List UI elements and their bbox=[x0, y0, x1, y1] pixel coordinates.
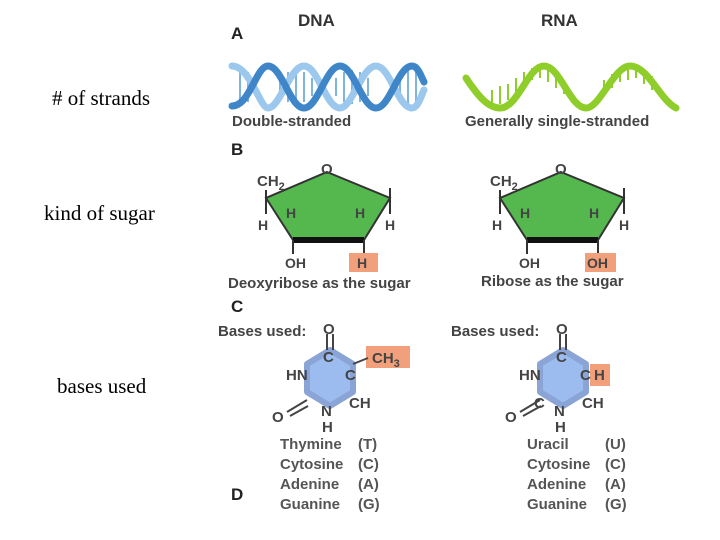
row-label-strands: # of strands bbox=[52, 86, 150, 110]
rna-single-strand bbox=[462, 62, 680, 112]
ribose-sugar: O CH2 H H H H OH OH bbox=[490, 161, 629, 272]
thymine-c-label: C bbox=[323, 349, 334, 366]
ribose-ring bbox=[498, 170, 626, 241]
deoxyribose-h-label: H bbox=[258, 217, 268, 233]
base-abbr: (C) bbox=[605, 456, 626, 473]
rna-strand-caption: Generally single-stranded bbox=[465, 113, 650, 130]
row-label-sugar: kind of sugar bbox=[44, 201, 155, 225]
dna-bases-used-label: Bases used: bbox=[218, 323, 307, 340]
base-list-item: Adenine (A) bbox=[280, 475, 380, 495]
uracil-structure: O C HN C H C CH N H O bbox=[505, 321, 610, 436]
deoxyribose-o-label: O bbox=[321, 161, 333, 178]
thymine-methyl-label: CH3 bbox=[372, 350, 400, 370]
thymine-o-bottom: O bbox=[272, 409, 284, 426]
dna-heading: DNA bbox=[298, 11, 335, 30]
uracil-c-label: C bbox=[534, 395, 545, 412]
thymine-c-label: C bbox=[345, 367, 356, 384]
uracil-c-label: C bbox=[556, 349, 567, 366]
dna-sugar-caption: Deoxyribose as the sugar bbox=[228, 275, 411, 292]
base-name: Thymine bbox=[280, 436, 342, 453]
rna-backbone bbox=[462, 62, 680, 112]
ribose-ch2-label: CH2 bbox=[490, 173, 518, 193]
ribose-o-label: O bbox=[555, 161, 567, 178]
ribose-2prime-highlight bbox=[585, 253, 616, 272]
base-list-item: Thymine (T) bbox=[280, 435, 380, 455]
ribose-3prime-oh-label: OH bbox=[519, 255, 540, 271]
uracil-c-label: C bbox=[580, 367, 591, 384]
uracil-ring bbox=[537, 347, 589, 409]
dna-double-helix bbox=[228, 62, 428, 112]
base-name: Cytosine bbox=[527, 456, 591, 473]
base-list-item: Guanine (G) bbox=[527, 495, 627, 515]
base-name: Uracil bbox=[527, 436, 569, 453]
panel-letter-a: A bbox=[231, 24, 244, 43]
thymine-o-top: O bbox=[323, 321, 335, 338]
thymine-h-label: H bbox=[322, 419, 333, 436]
base-abbr: (A) bbox=[358, 476, 379, 493]
deoxyribose-h-label: H bbox=[355, 205, 365, 221]
uracil-o-bottom: O bbox=[505, 409, 517, 426]
rna-heading: RNA bbox=[541, 11, 578, 30]
rna-base-list: Uracil (U) Cytosine (C) Adenine (A) Guanine… bbox=[527, 435, 627, 515]
deoxyribose-ch2-label: CH2 bbox=[257, 173, 285, 193]
base-list-item: Guanine (G) bbox=[280, 495, 380, 515]
deoxyribose-h-label: H bbox=[286, 205, 296, 221]
base-abbr: (G) bbox=[358, 496, 380, 513]
rna-sugar-caption: Ribose as the sugar bbox=[481, 273, 624, 290]
base-name: Guanine bbox=[280, 496, 341, 513]
thymine-n-label: N bbox=[321, 403, 332, 420]
ribose-h-label: H bbox=[589, 205, 599, 221]
uracil-h-label: H bbox=[555, 419, 566, 436]
base-abbr: (A) bbox=[605, 476, 626, 493]
ribose-h-label: H bbox=[520, 205, 530, 221]
dna-base-list: Thymine (T) Cytosine (C) Adenine (A) Guanin… bbox=[280, 435, 380, 515]
uracil-hn-label: HN bbox=[519, 367, 541, 384]
base-abbr: (C) bbox=[358, 456, 379, 473]
uracil-ch-label: CH bbox=[582, 395, 604, 412]
ribose-h-label: H bbox=[492, 217, 502, 233]
base-list-item: Uracil (U) bbox=[527, 435, 627, 455]
uracil-h-highlight bbox=[590, 364, 610, 386]
panel-letter-d: D bbox=[231, 485, 244, 504]
base-abbr: (G) bbox=[605, 496, 627, 513]
base-list-item: Adenine (A) bbox=[527, 475, 627, 495]
uracil-n-label: N bbox=[554, 403, 565, 420]
deoxyribose-2prime-label: H bbox=[357, 255, 367, 271]
ribose-2prime-label: OH bbox=[587, 255, 608, 271]
deoxyribose-2prime-highlight bbox=[349, 253, 378, 272]
deoxyribose-sugar: O CH2 H H H H OH H bbox=[257, 161, 395, 272]
panel-letter-b: B bbox=[231, 140, 244, 159]
thymine-structure: O C CH3 HN C CH N H O bbox=[272, 321, 410, 436]
base-name: Cytosine bbox=[280, 456, 344, 473]
panel-letter-c: C bbox=[231, 297, 244, 316]
dna-strand-caption: Double-stranded bbox=[232, 113, 352, 130]
thymine-ch-label: CH bbox=[349, 395, 371, 412]
base-list-item: Cytosine (C) bbox=[527, 455, 627, 475]
deoxyribose-h-label: H bbox=[385, 217, 395, 233]
base-name: Guanine bbox=[527, 496, 588, 513]
ribose-h-label: H bbox=[619, 217, 629, 233]
rna-bases-used-label: Bases used: bbox=[451, 323, 540, 340]
dna-strand-light bbox=[228, 62, 428, 112]
dna-strand-dark bbox=[228, 62, 428, 112]
uracil-h-label: H bbox=[594, 367, 605, 384]
base-list-item: Cytosine (C) bbox=[280, 455, 380, 475]
base-abbr: (U) bbox=[605, 436, 626, 453]
thymine-methyl-highlight bbox=[366, 346, 410, 368]
base-abbr: (T) bbox=[358, 436, 378, 453]
deoxyribose-3prime-oh-label: OH bbox=[285, 255, 306, 271]
row-label-bases: bases used bbox=[57, 374, 147, 398]
uracil-o-top: O bbox=[556, 321, 568, 338]
thymine-hn-label: HN bbox=[286, 367, 308, 384]
base-name: Adenine bbox=[280, 476, 340, 493]
base-name: Adenine bbox=[527, 476, 587, 493]
